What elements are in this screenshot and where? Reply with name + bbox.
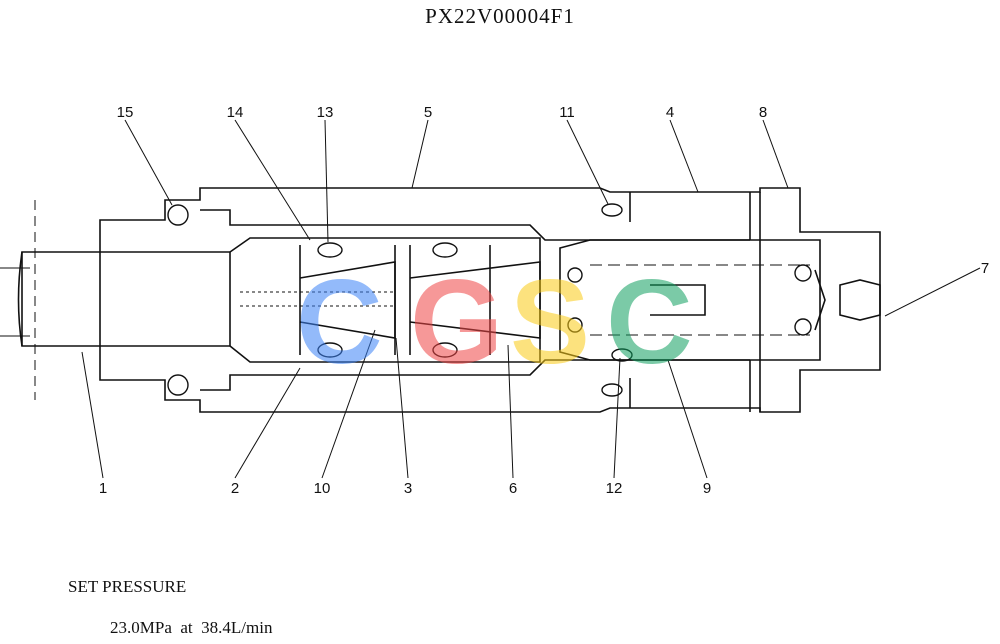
callout-3: 3	[404, 480, 412, 497]
callout-8: 8	[759, 104, 767, 121]
drawing-title: PX22V00004F1	[425, 4, 575, 28]
watermark-letter-g: G	[410, 255, 504, 389]
callout-9: 9	[703, 480, 711, 497]
callout-4: 4	[666, 104, 674, 121]
watermark-letter-s: S	[510, 255, 591, 389]
watermark-letter-c1: C	[296, 255, 383, 389]
callout-12: 12	[606, 480, 623, 497]
callout-1: 1	[99, 480, 107, 497]
leader-lines	[81, 119, 981, 479]
callout-13: 13	[317, 104, 334, 121]
callout-10: 10	[314, 480, 331, 497]
spring-housing	[559, 239, 881, 361]
callout-6: 6	[509, 480, 517, 497]
part-1-stem	[17, 251, 231, 347]
callout-11: 11	[559, 104, 575, 121]
set-pressure-value: 23.0MPa at 38.4L/min	[110, 618, 273, 637]
callout-5: 5	[424, 104, 432, 121]
outer-housing	[99, 187, 881, 413]
watermark-letter-c2: C	[606, 255, 693, 389]
seals	[167, 203, 812, 397]
callout-7: 7	[981, 260, 989, 277]
callout-14: 14	[227, 104, 244, 121]
callout-2: 2	[231, 480, 239, 497]
callout-15: 15	[117, 104, 134, 121]
poppet	[240, 261, 541, 339]
set-pressure-label: SET PRESSURE	[68, 577, 187, 596]
